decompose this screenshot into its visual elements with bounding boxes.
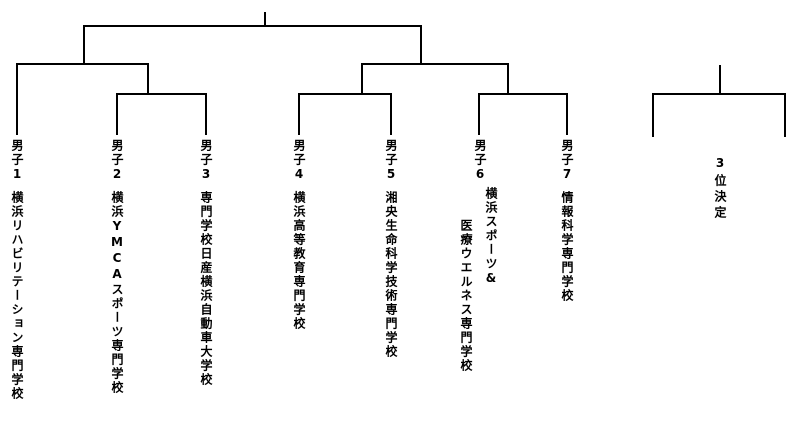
third-place-label: 3位決定 — [713, 156, 727, 222]
team-2-name: 横浜YMCAスポーツ専門学校 — [110, 191, 124, 395]
third-place-right-line — [784, 93, 786, 137]
quarterfinal-67-line — [478, 93, 568, 95]
third-place-stub-line — [719, 65, 721, 95]
team-label-3: 男子3 専門学校日産横浜自動車大学校 — [199, 139, 213, 429]
team-6-name-line-2: 医療ウエルネス専門学校 — [459, 219, 473, 373]
team-label-6: 男子6 — [473, 139, 487, 429]
team-1-name: 横浜リハビリテーション専門学校 — [10, 191, 24, 401]
team-7-name: 情報科学専門学校 — [560, 191, 574, 303]
team-3-name: 専門学校日産横浜自動車大学校 — [199, 191, 213, 387]
team-3-seed: 男子3 — [199, 139, 213, 183]
team-5-seed: 男子5 — [384, 139, 398, 183]
team5-line — [390, 93, 392, 135]
team4-line — [298, 93, 300, 135]
final-line — [83, 25, 422, 27]
third-place-left-line — [652, 93, 654, 137]
semifinal-right-drop-line — [420, 25, 422, 65]
team-4-seed: 男子4 — [292, 139, 306, 183]
team-1-seed: 男子1 — [10, 139, 24, 183]
team-label-7: 男子7 情報科学専門学校 — [560, 139, 574, 429]
team2-line — [116, 93, 118, 135]
team1-line — [16, 63, 18, 135]
team-6-name-line-1: 横浜スポーツ& — [484, 187, 498, 287]
team-5-name: 湘央生命科学技術専門学校 — [384, 191, 398, 359]
team3-line — [205, 93, 207, 135]
team-label-5: 男子5 湘央生命科学技術専門学校 — [384, 139, 398, 429]
team-7-seed: 男子7 — [560, 139, 574, 183]
team-label-2: 男子2 横浜YMCAスポーツ専門学校 — [110, 139, 124, 429]
team6-line — [478, 93, 480, 135]
team-4-name: 横浜高等教育専門学校 — [292, 191, 306, 331]
quarterfinal-45-drop-line — [361, 63, 363, 95]
team7-line — [566, 93, 568, 135]
team-label-4: 男子4 横浜高等教育専門学校 — [292, 139, 306, 429]
semifinal-left-line — [16, 63, 149, 65]
team-6-seed: 男子6 — [473, 139, 487, 183]
third-place-line — [652, 93, 786, 95]
semifinal-right-line — [361, 63, 509, 65]
quarterfinal-23-drop-line — [147, 63, 149, 95]
semifinal-left-drop-line — [83, 25, 85, 65]
team-2-seed: 男子2 — [110, 139, 124, 183]
team-label-1: 男子1 横浜リハビリテーション専門学校 — [10, 139, 24, 429]
quarterfinal-23-line — [116, 93, 207, 95]
quarterfinal-45-line — [298, 93, 392, 95]
champion-stub-line — [264, 12, 266, 27]
quarterfinal-67-drop-line — [507, 63, 509, 95]
